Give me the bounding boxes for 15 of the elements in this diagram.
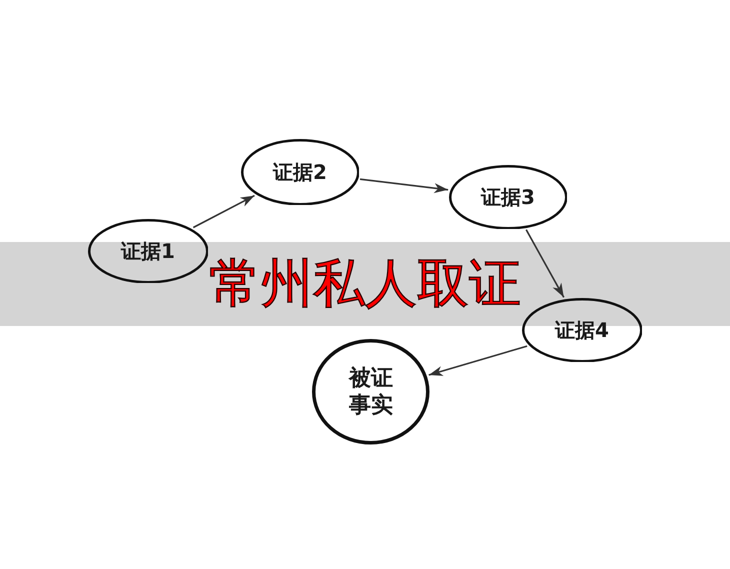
- arrow: [428, 345, 528, 376]
- oval-node: [88, 218, 208, 284]
- arrow: [192, 194, 255, 228]
- node-label: 证据4: [555, 318, 609, 342]
- title: 常州私人取证: [209, 258, 521, 310]
- node-label: 证据3: [481, 184, 535, 210]
- oval-node: [448, 164, 568, 230]
- node-label: 被证事实: [348, 364, 394, 420]
- oval-node: [240, 138, 360, 206]
- node-label: 证据2: [273, 160, 327, 184]
- node-label: 证据1: [121, 238, 175, 264]
- oval-node: [522, 298, 642, 362]
- oval-node: [312, 339, 430, 445]
- arrow: [360, 178, 448, 194]
- arrow: [526, 229, 564, 298]
